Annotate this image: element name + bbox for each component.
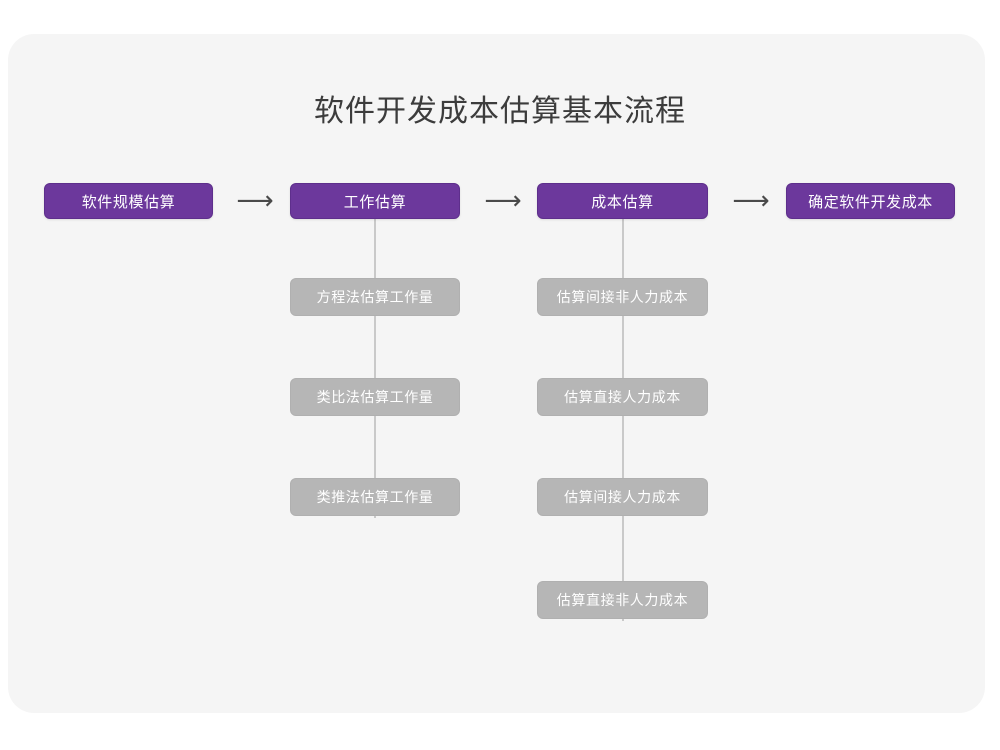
connector-line-stage-2 <box>374 218 376 518</box>
stage-box-software-scale-estimation[interactable]: 软件规模估算 <box>44 183 213 219</box>
substep-box-direct-labor-cost[interactable]: 估算直接人力成本 <box>537 378 708 416</box>
substep-box-indirect-labor-cost[interactable]: 估算间接人力成本 <box>537 478 708 516</box>
arrow-stage-1-to-stage-2: ⟶ <box>236 186 274 216</box>
stage-box-cost-estimation[interactable]: 成本估算 <box>537 183 708 219</box>
arrow-stage-3-to-stage-4: ⟶ <box>732 186 770 216</box>
connector-line-stage-3 <box>622 218 624 621</box>
substep-box-inference-method-effort[interactable]: 类推法估算工作量 <box>290 478 460 516</box>
stage-box-determine-development-cost[interactable]: 确定软件开发成本 <box>786 183 955 219</box>
substep-box-equation-method-effort[interactable]: 方程法估算工作量 <box>290 278 460 316</box>
substep-box-analogy-method-effort[interactable]: 类比法估算工作量 <box>290 378 460 416</box>
substep-box-indirect-nonlabor-cost[interactable]: 估算间接非人力成本 <box>537 278 708 316</box>
arrow-stage-2-to-stage-3: ⟶ <box>484 186 522 216</box>
stage-box-effort-estimation[interactable]: 工作估算 <box>290 183 460 219</box>
substep-box-direct-nonlabor-cost[interactable]: 估算直接非人力成本 <box>537 581 708 619</box>
page-title: 软件开发成本估算基本流程 <box>314 95 686 128</box>
content-card <box>8 34 985 713</box>
